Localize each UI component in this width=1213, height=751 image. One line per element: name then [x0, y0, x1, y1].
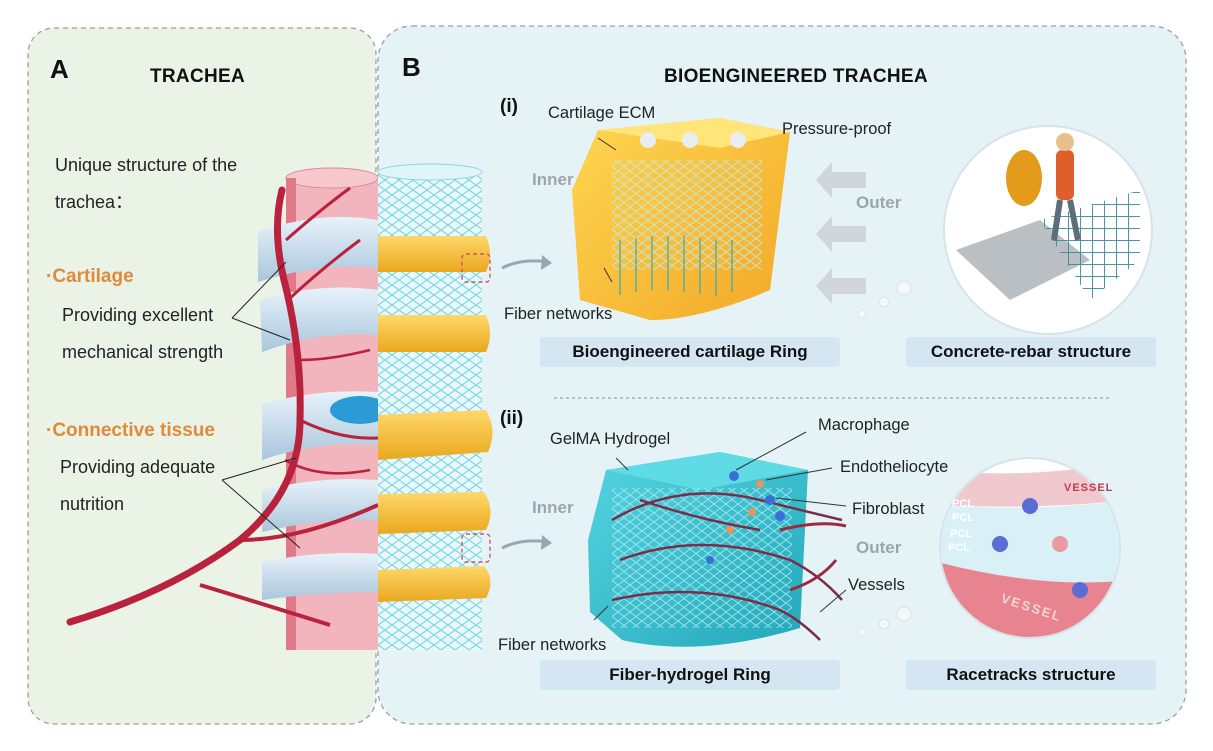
intro-text-line2: trachea：: [55, 192, 134, 212]
cartilage-heading: ·Cartilage: [46, 266, 134, 288]
fiber-hydrogel-block: [588, 431, 912, 647]
racetrack-lane-label-1: PCL: [952, 498, 974, 510]
racetrack-lane-label-4: PCL: [948, 542, 970, 554]
outer-label-i: Outer: [856, 193, 902, 212]
outer-label-ii: Outer: [856, 538, 902, 557]
connective-desc-line1: Providing adequate: [60, 457, 216, 477]
pressure-proof-label: Pressure-proof: [782, 120, 892, 138]
connective-bullet: ·: [46, 420, 53, 441]
cartilage-heading-text: Cartilage: [52, 266, 134, 287]
fiber-hydrogel-ring-caption: Fiber-hydrogel Ring: [540, 660, 840, 690]
trachea-bioengineered-half: [377, 163, 552, 650]
concrete-rebar-illustration: [943, 125, 1153, 335]
cartilage-desc-line1: Providing excellent: [62, 305, 214, 325]
panel-a-letter: A: [50, 54, 69, 84]
cartilage-ring-block: [572, 118, 912, 320]
racetrack-lane-label-3: PCL: [950, 528, 972, 540]
trachea-anatomical-half: [66, 167, 390, 650]
cartilage-desc-line2: mechanical strength: [62, 342, 224, 362]
fiber-networks-label-ii: Fiber networks: [498, 636, 607, 654]
racetrack-vessel-label-1: VESSEL: [1064, 482, 1114, 494]
fiber-networks-label-i: Fiber networks: [504, 305, 613, 323]
inner-label-i: Inner: [532, 170, 574, 189]
part-ii-tag: (ii): [500, 408, 524, 429]
panel-b-title: BIOENGINEERED TRACHEA: [664, 66, 928, 87]
connective-heading-text: Connective tissue: [52, 420, 215, 441]
panel-b-letter: B: [402, 52, 421, 82]
vessels-label: Vessels: [848, 576, 905, 594]
connective-heading: ·Connective tissue: [46, 420, 215, 442]
endotheliocyte-label: Endotheliocyte: [840, 458, 949, 476]
bioengineered-cartilage-ring-caption: Bioengineered cartilage Ring: [540, 337, 840, 367]
part-i-tag: (i): [500, 96, 518, 117]
racetracks-illustration: [939, 457, 1121, 639]
connective-desc-line2: nutrition: [60, 494, 125, 514]
cartilage-ecm-label: Cartilage ECM: [548, 104, 656, 122]
gelma-hydrogel-label: GelMA Hydrogel: [550, 430, 671, 448]
inner-label-ii: Inner: [532, 498, 574, 517]
intro-text-line1: Unique structure of the: [55, 155, 238, 175]
concrete-rebar-caption: Concrete-rebar structure: [906, 337, 1156, 367]
cartilage-bullet: ·: [46, 266, 53, 287]
racetracks-caption: Racetracks structure: [906, 660, 1156, 690]
racetrack-lane-label-2: PCL: [952, 512, 974, 524]
panel-a-title: TRACHEA: [150, 66, 245, 87]
macrophage-label: Macrophage: [818, 416, 910, 434]
fibroblast-label: Fibroblast: [852, 500, 925, 518]
